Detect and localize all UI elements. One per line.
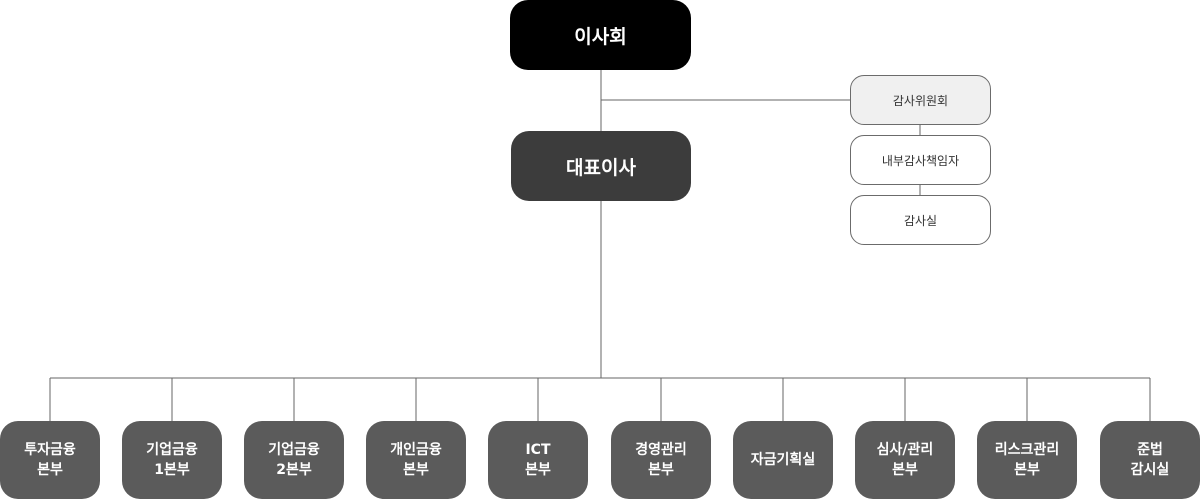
audit-office-box: 감사실 — [850, 195, 991, 245]
division-box: 준법 감시실 — [1100, 421, 1200, 499]
division-label: ICT 본부 — [525, 442, 551, 478]
division-box: 기업금융 2본부 — [244, 421, 344, 499]
audit-office-label: 감사실 — [903, 213, 938, 228]
division-box: 심사/관리 본부 — [855, 421, 955, 499]
internal-audit-officer-label: 내부감사책임자 — [881, 153, 960, 168]
internal-audit-officer-box: 내부감사책임자 — [850, 135, 991, 185]
division-label: 기업금융 2본부 — [268, 442, 320, 478]
division-label: 자금기획실 — [750, 452, 816, 468]
audit-committee-label: 감사위원회 — [892, 93, 949, 108]
board-box: 이사회 — [510, 0, 691, 70]
division-box: ICT 본부 — [488, 421, 588, 499]
division-label: 리스크관리 본부 — [994, 442, 1060, 478]
division-box: 개인금융 본부 — [366, 421, 466, 499]
division-label: 투자금융 본부 — [24, 442, 76, 478]
board-label: 이사회 — [574, 25, 627, 48]
division-label: 경영관리 본부 — [635, 442, 687, 478]
division-label: 준법 감시실 — [1130, 442, 1170, 478]
audit-committee-box: 감사위원회 — [850, 75, 991, 125]
ceo-label: 대표이사 — [566, 156, 636, 179]
division-box: 경영관리 본부 — [611, 421, 711, 499]
division-box: 투자금융 본부 — [0, 421, 100, 499]
division-box: 자금기획실 — [733, 421, 833, 499]
division-label: 기업금융 1본부 — [146, 442, 198, 478]
division-label: 심사/관리 본부 — [876, 442, 934, 478]
division-box: 기업금융 1본부 — [122, 421, 222, 499]
division-label: 개인금융 본부 — [390, 442, 442, 478]
ceo-box: 대표이사 — [511, 131, 691, 201]
division-box: 리스크관리 본부 — [977, 421, 1077, 499]
